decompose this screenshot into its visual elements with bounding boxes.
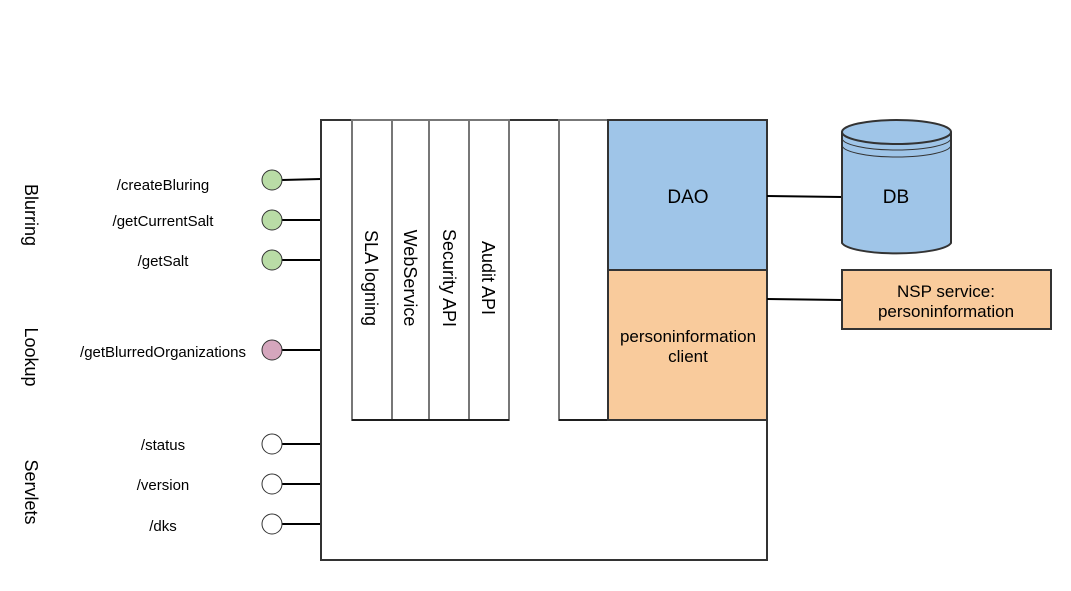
dao-box bbox=[607, 119, 768, 271]
nsp-label-line1: NSP service: bbox=[897, 282, 995, 301]
db-cylinder bbox=[841, 119, 952, 255]
endpoint-label: /dks bbox=[149, 518, 177, 535]
endpoint-label: /createBluring bbox=[117, 177, 210, 194]
endpoint-circle bbox=[261, 513, 283, 535]
group-label-lookup: Lookup bbox=[21, 327, 41, 386]
endpoint-label: /getSalt bbox=[138, 253, 190, 270]
endpoint-label: /version bbox=[137, 477, 190, 494]
layer-empty bbox=[558, 119, 609, 421]
group-label-blurring: Blurring bbox=[21, 184, 41, 246]
db-label: DB bbox=[883, 187, 909, 208]
endpoint-circle bbox=[261, 339, 283, 361]
endpoint-circle bbox=[261, 169, 283, 191]
endpoint-circle bbox=[261, 433, 283, 455]
nsp-service-box bbox=[841, 269, 1052, 330]
endpoint-label: /status bbox=[141, 437, 185, 454]
dao-label: DAO bbox=[667, 187, 708, 208]
endpoint-label: /getBlurredOrganizations bbox=[80, 344, 246, 361]
endpoint-connectors bbox=[281, 178, 322, 525]
layer-label: WebService bbox=[400, 230, 420, 327]
endpoint-label: /getCurrentSalt bbox=[113, 213, 215, 230]
endpoint-circle bbox=[261, 209, 283, 231]
layer-label: SLA logning bbox=[361, 230, 381, 326]
personinformation-client-box bbox=[607, 269, 768, 421]
client-nsp-connector bbox=[766, 298, 843, 301]
layer-audit-api bbox=[468, 119, 510, 421]
layer-label: Security API bbox=[439, 229, 459, 327]
client-label-line2: client bbox=[668, 347, 708, 366]
endpoint-circle bbox=[261, 249, 283, 271]
layer-label: Audit API bbox=[478, 241, 498, 315]
nsp-label-line2: personinformation bbox=[878, 302, 1014, 321]
endpoint-circle bbox=[261, 473, 283, 495]
client-label-line1: personinformation bbox=[620, 327, 756, 346]
dao-db-connector bbox=[766, 195, 843, 198]
group-label-servlets: Servlets bbox=[21, 459, 41, 524]
